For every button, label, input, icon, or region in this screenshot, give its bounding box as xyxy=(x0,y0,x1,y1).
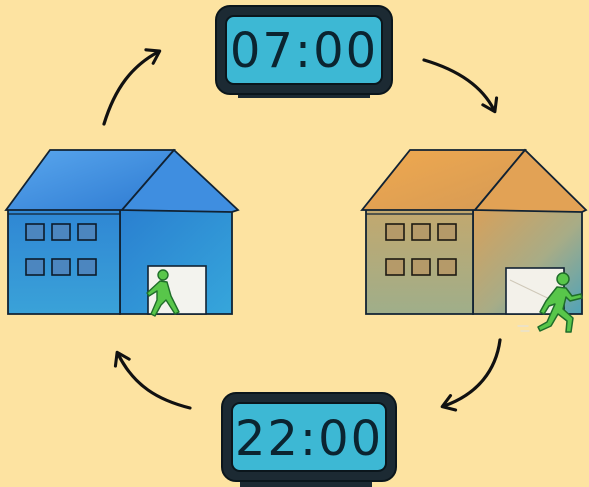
clock-time-night: 22:00 xyxy=(235,411,383,467)
alarm-clock-icon: 22:00 xyxy=(222,393,396,487)
clock-time-morning: 07:00 xyxy=(230,23,378,79)
house-icon xyxy=(362,150,586,332)
alarm-clock-icon: 07:00 xyxy=(216,6,392,98)
